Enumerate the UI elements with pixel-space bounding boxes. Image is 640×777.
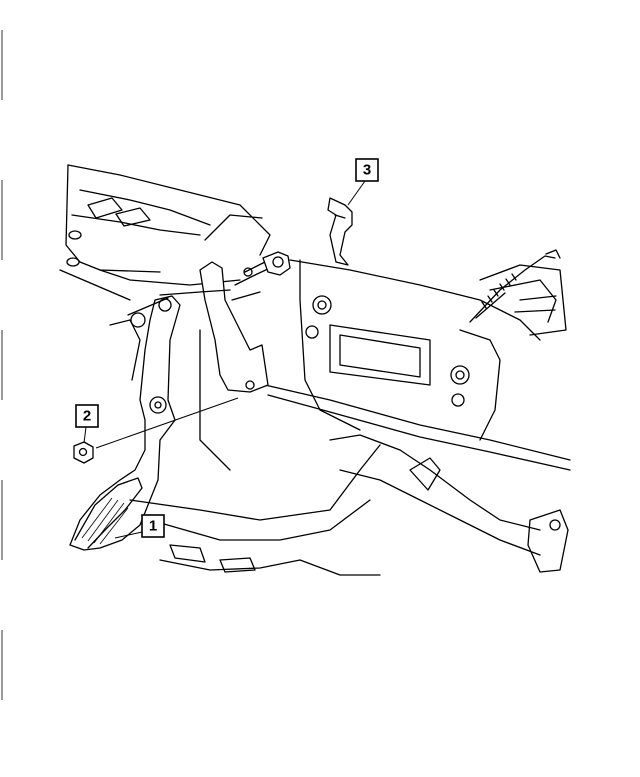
mounting-stud xyxy=(244,251,291,276)
pedal-bracket xyxy=(159,261,271,393)
retaining-clip xyxy=(327,197,353,266)
floor-pan xyxy=(129,434,569,576)
throttle-cable xyxy=(469,249,561,323)
callout-3: 3 xyxy=(347,158,379,206)
dash-panel xyxy=(59,164,571,471)
accelerator-pedal xyxy=(69,295,181,551)
callout-2-label: 2 xyxy=(83,408,91,425)
callout-1: 1 xyxy=(114,514,165,539)
callout-1-label: 1 xyxy=(149,518,157,535)
callout-2: 2 xyxy=(75,404,99,444)
nut xyxy=(73,397,239,464)
callout-3-label: 3 xyxy=(363,162,371,179)
